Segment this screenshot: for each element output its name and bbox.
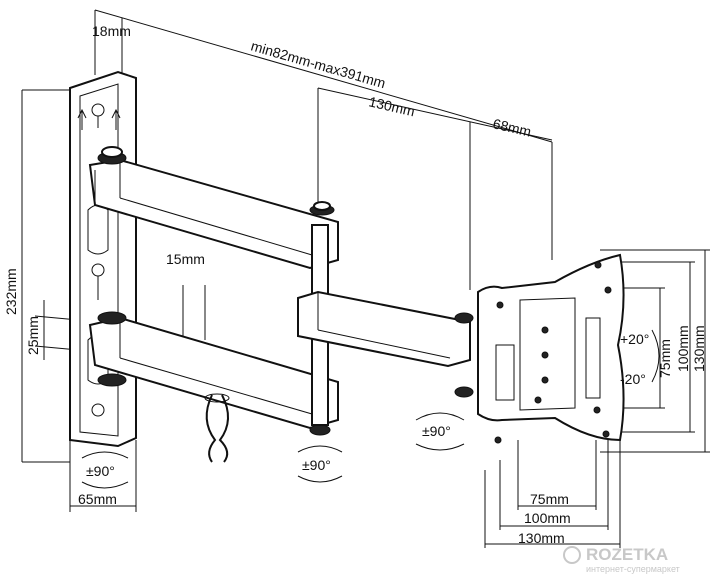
dim-plate-offset: 15mm [166,251,205,267]
dim-total-height: 232mm [3,268,19,315]
dim-vesa-130-vertical: 130mm [691,325,707,372]
lower-arm [88,311,339,436]
rozetka-watermark: ROZETKA интернет-супермаркет [563,545,680,574]
dim-vesa-130: 130mm [518,530,565,546]
rotation-wall-swivel: ±90° [86,463,115,479]
wall-plate [69,70,137,448]
dim-top-offset: 18mm [92,23,131,39]
cable-clip [204,393,230,463]
dim-vesa-75: 75mm [530,491,569,507]
rotation-tilt-down: -20° [620,371,646,387]
upper-arm [88,146,339,270]
vesa-head-plate [477,253,625,444]
dim-vesa-100-vertical: 100mm [675,325,691,372]
watermark-tagline: интернет-супермаркет [586,564,680,574]
rotation-arrows [81,329,660,489]
forearm [297,290,474,398]
dim-extension-range: min82mm-max391mm [249,38,387,92]
rotation-tilt-up: +20° [620,331,649,347]
rozetka-logo-icon [563,546,581,564]
dim-head-depth: 68mm [491,115,533,139]
dim-vesa-100: 100mm [524,510,571,526]
dim-arm-spacing: 25mm [25,316,41,355]
rotation-head-swivel: ±90° [422,423,451,439]
dimension-lines [21,9,710,548]
watermark-brand: ROZETKA [586,545,668,564]
dim-vesa-75-vertical: 75mm [657,339,673,378]
dim-wall-plate-width: 65mm [78,491,117,507]
rotation-arm-swivel: ±90° [302,457,331,473]
dim-arm-span: 130mm [367,93,416,119]
